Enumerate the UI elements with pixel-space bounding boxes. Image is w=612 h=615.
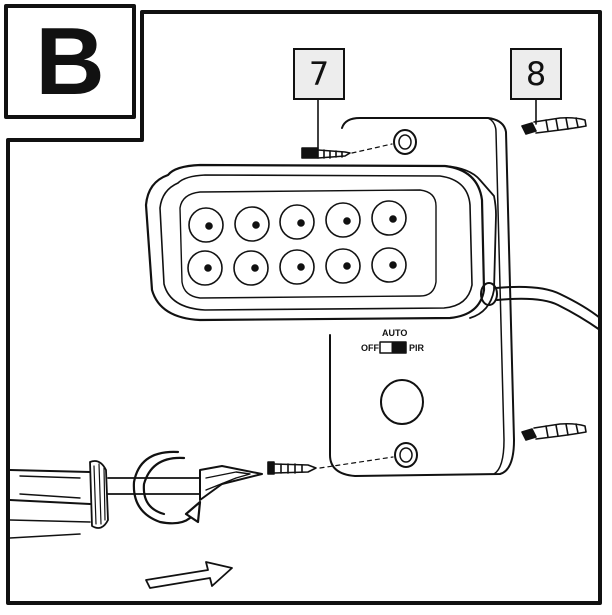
led-row-bottom: [187, 247, 407, 286]
screwdriver: [9, 460, 263, 539]
panel-letter: B: [35, 8, 105, 115]
power-cable: [480, 282, 601, 331]
led-row-top: [188, 200, 407, 243]
switch-label-off: OFF: [361, 343, 379, 353]
switch-label-auto: AUTO: [382, 328, 408, 338]
screw-7: [301, 143, 393, 159]
switch-label-pir: PIR: [409, 343, 425, 353]
panel-border: [6, 10, 602, 605]
label-box: [4, 4, 136, 119]
wall-plug-8-top: [521, 116, 587, 135]
screw-bottom: [267, 456, 394, 475]
lamp-head: [144, 163, 497, 322]
callout-8: 8: [510, 48, 562, 100]
push-arrow: [145, 561, 233, 589]
mounting-bracket: [329, 117, 515, 477]
wall-plug-bottom: [521, 422, 587, 441]
callout-7: 7: [293, 48, 345, 100]
rotation-arrow: [132, 450, 202, 525]
